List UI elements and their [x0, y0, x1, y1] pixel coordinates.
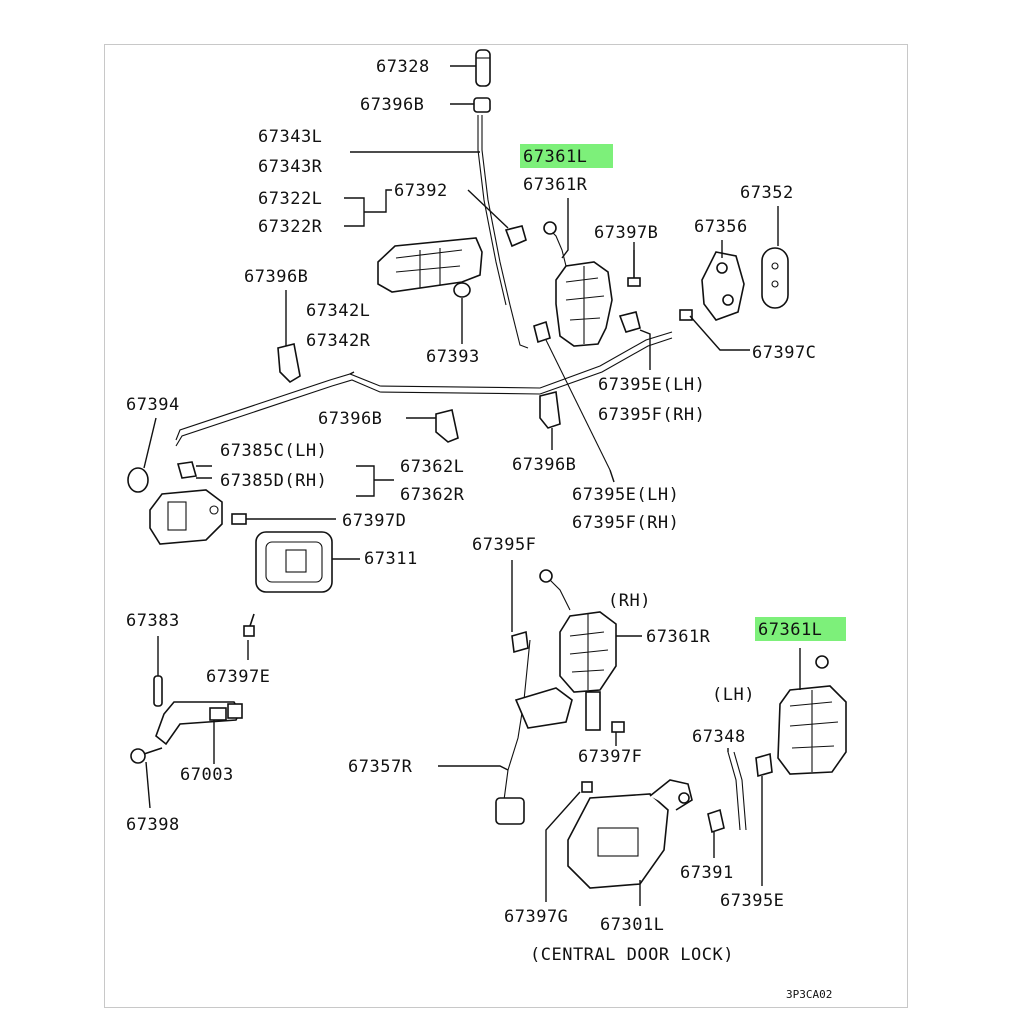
- label-67361l-top: 67361L: [523, 147, 587, 167]
- label-67397c: 67397C: [752, 343, 816, 363]
- label-67342r: 67342R: [306, 331, 371, 351]
- highlight-67361l-top: [520, 144, 613, 168]
- label-67397b: 67397B: [594, 223, 658, 243]
- part-67361r-door-lock-mid[interactable]: [539, 569, 617, 731]
- part-67397b-screw[interactable]: [627, 250, 641, 287]
- diagram-code: 3P3CA02: [786, 988, 832, 1001]
- part-67357r-harness[interactable]: [495, 639, 573, 825]
- label-67396b-right: 67396B: [512, 455, 576, 475]
- label-67394: 67394: [126, 395, 180, 415]
- label-67398: 67398: [126, 815, 180, 835]
- label-67392: 67392: [394, 181, 448, 201]
- label-67395f-mid: 67395F: [472, 535, 536, 555]
- part-67362-outside-handle[interactable]: [149, 489, 223, 545]
- label-67352: 67352: [740, 183, 794, 203]
- label-67361r-mid: 67361R: [646, 627, 711, 647]
- label-67322l: 67322L: [258, 189, 322, 209]
- label-central-door-lock: (CENTRAL DOOR LOCK): [530, 945, 734, 965]
- label-67342l: 67342L: [306, 301, 370, 321]
- label-67395f-rh-b: 67395F(RH): [572, 513, 679, 533]
- label-67396b-left: 67396B: [244, 267, 308, 287]
- part-67396b-grommet-top[interactable]: [473, 97, 491, 113]
- part-67396b-clip-mid[interactable]: [435, 409, 459, 443]
- part-67392-clip[interactable]: [504, 225, 527, 248]
- part-67356-striker[interactable]: [701, 251, 745, 321]
- part-67383-pin[interactable]: [153, 675, 163, 707]
- part-67397d-screw[interactable]: [231, 513, 247, 525]
- diagram-frame: [104, 44, 908, 1008]
- label-67328: 67328: [376, 57, 430, 77]
- label-67361l-mid: 67361L: [758, 620, 822, 640]
- label-67311: 67311: [364, 549, 418, 569]
- label-67397f: 67397F: [578, 747, 642, 767]
- label-67343r: 67343R: [258, 157, 323, 177]
- part-67397f-screw[interactable]: [611, 721, 625, 733]
- part-67394-grommet[interactable]: [127, 467, 149, 493]
- part-67395ef-clip-top[interactable]: [618, 311, 641, 333]
- part-67391-clip[interactable]: [707, 808, 725, 834]
- part-67396b-clip-left[interactable]: [277, 343, 301, 384]
- label-67362r: 67362R: [400, 485, 465, 505]
- part-67343-lock-rod[interactable]: [481, 115, 529, 349]
- label-67396b-mid: 67396B: [318, 409, 382, 429]
- label-67356: 67356: [694, 217, 748, 237]
- part-67395ef-clip-upper[interactable]: [533, 320, 551, 344]
- label-67397e: 67397E: [206, 667, 270, 687]
- part-67397e-screw[interactable]: [243, 613, 255, 637]
- part-67352-shim[interactable]: [761, 247, 789, 309]
- part-67398-bolt[interactable]: [130, 747, 163, 764]
- label-rh-note: (RH): [608, 591, 651, 611]
- label-67361r-top: 67361R: [523, 175, 588, 195]
- highlight-67361l-mid: [755, 617, 846, 641]
- label-67348: 67348: [692, 727, 746, 747]
- part-67397c-screw[interactable]: [679, 309, 693, 321]
- label-67385c: 67385C(LH): [220, 441, 327, 461]
- leader-lines: [143, 65, 801, 906]
- part-67301l-central-lock-actuator[interactable]: [567, 779, 693, 889]
- label-67322r: 67322R: [258, 217, 323, 237]
- part-67395e-clip-bottom[interactable]: [755, 752, 773, 778]
- part-67348-rod[interactable]: [727, 751, 747, 831]
- label-67383: 67383: [126, 611, 180, 631]
- label-67301l: 67301L: [600, 915, 664, 935]
- label-67397d: 67397D: [342, 511, 406, 531]
- label-lh-note: (LH): [712, 685, 755, 705]
- part-67397g-screw[interactable]: [581, 781, 593, 793]
- label-67395f-rh-a: 67395F(RH): [598, 405, 705, 425]
- part-67361-door-lock-top[interactable]: [543, 221, 613, 347]
- label-67385d: 67385D(RH): [220, 471, 327, 491]
- label-67395e-lh-b: 67395E(LH): [572, 485, 679, 505]
- part-67311-handle-bezel[interactable]: [255, 531, 333, 593]
- part-67393-clip[interactable]: [453, 282, 471, 298]
- part-67396b-clip-right[interactable]: [539, 391, 561, 429]
- label-67343l: 67343L: [258, 127, 322, 147]
- label-67393: 67393: [426, 347, 480, 367]
- label-67362l: 67362L: [400, 457, 464, 477]
- part-67342-rod[interactable]: [175, 331, 673, 441]
- part-67328-pin[interactable]: [475, 49, 491, 87]
- label-67395e-lh-a: 67395E(LH): [598, 375, 705, 395]
- label-67003: 67003: [180, 765, 234, 785]
- part-67395f-clip-mid[interactable]: [511, 630, 529, 654]
- part-67322-inside-handle[interactable]: [377, 237, 483, 293]
- part-67385-clip[interactable]: [176, 461, 198, 479]
- label-67357r: 67357R: [348, 757, 413, 777]
- label-67395e-bottom: 67395E: [720, 891, 784, 911]
- label-67396b-top: 67396B: [360, 95, 424, 115]
- part-67003-door-check[interactable]: [155, 701, 243, 746]
- label-67397g: 67397G: [504, 907, 568, 927]
- part-67361l-door-lock-mid[interactable]: [777, 655, 847, 775]
- label-67391: 67391: [680, 863, 734, 883]
